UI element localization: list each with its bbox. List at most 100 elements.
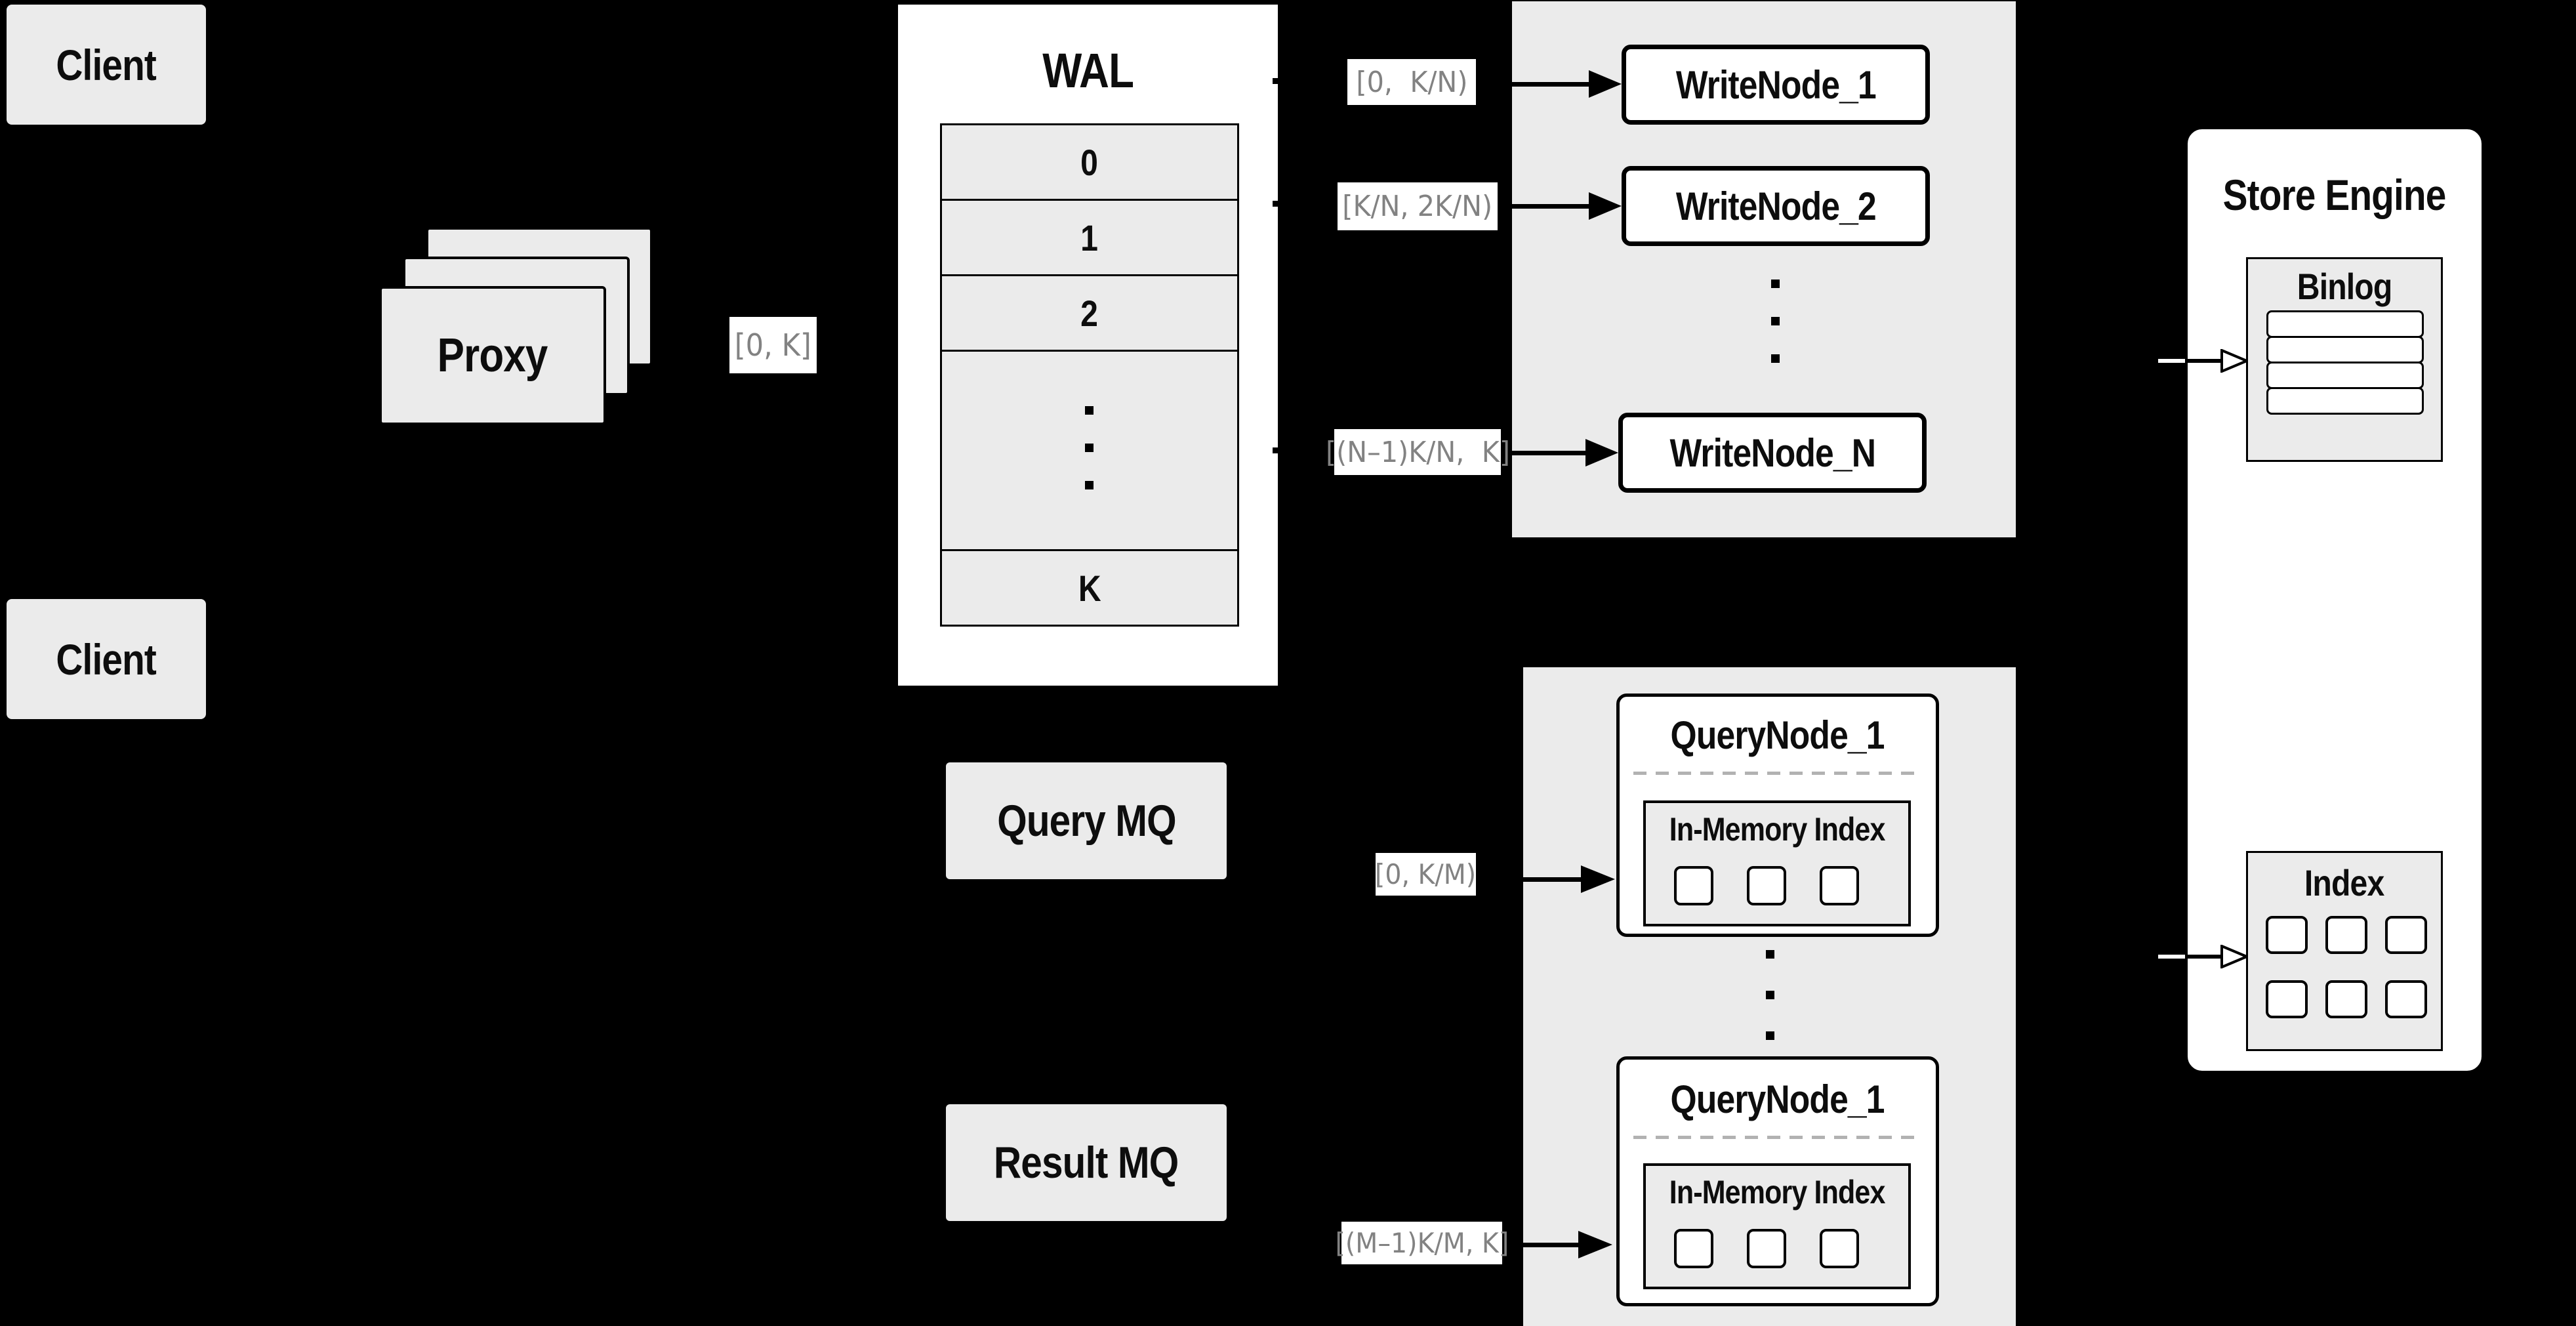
vertical-ellipsis-icon (1771, 354, 1780, 363)
arrowhead-icon (1578, 1231, 1612, 1258)
writenode-2-box: WriteNode_2 (1622, 166, 1930, 246)
index-segment (1820, 1229, 1859, 1268)
index-box: Index (2246, 851, 2443, 1051)
range-label-querynode-2: [(M–1)K/M, K] (1335, 1222, 1509, 1264)
range-label-writenode-1: [0, K/N) (1347, 59, 1476, 105)
binlog-title-wrap: Binlog (2248, 264, 2441, 308)
querynode-2-title-wrap: QueryNode_1 (1616, 1073, 1939, 1125)
wal-segment-0: 0 (1080, 141, 1099, 183)
querynode-1-inmemory-box: In-Memory Index (1643, 800, 1911, 926)
range-label-writenode-1-text: [0, K/N) (1355, 65, 1468, 99)
vertical-ellipsis-icon (1771, 280, 1780, 288)
wal-segment-table: 0 1 2 K (940, 123, 1239, 627)
index-segment (2385, 916, 2427, 954)
index-title-wrap: Index (2248, 861, 2441, 904)
querynode-1-title: QueryNode_1 (1670, 713, 1885, 757)
range-label-writenode-n-text: [(N–1)K/N, K] (1325, 435, 1510, 469)
vertical-ellipsis-icon (1085, 444, 1094, 452)
binlog-row (2266, 336, 2424, 363)
wal-segment-row: K (942, 551, 1237, 627)
open-arrowhead-icon (2220, 349, 2248, 373)
index-segment (2325, 980, 2367, 1018)
vertical-ellipsis-icon (1085, 406, 1094, 415)
client-box-top: Client (7, 5, 206, 125)
wal-segment-k: K (1078, 567, 1101, 609)
wal-ellipsis-row (942, 352, 1237, 551)
binlog-row (2266, 387, 2424, 415)
index-segment (2385, 980, 2427, 1018)
vertical-ellipsis-icon (1766, 1031, 1774, 1040)
wal-segment-row: 1 (942, 201, 1237, 276)
arrowhead-icon (1589, 192, 1622, 220)
range-label-writenode-2-text: [K/N, 2K/N) (1342, 190, 1493, 223)
writenode-2-label: WriteNode_2 (1675, 184, 1876, 228)
index-segment (1820, 866, 1859, 905)
range-label-writenode-n: [(N–1)K/N, K] (1325, 429, 1510, 475)
vertical-ellipsis-icon (1085, 481, 1094, 489)
querynode-2-inmemory-title-wrap: In-Memory Index (1646, 1172, 1908, 1212)
querynode-2-title: QueryNode_1 (1670, 1077, 1885, 1121)
index-segment (1674, 1229, 1713, 1268)
arrow-stub (1273, 201, 1284, 207)
arrow-stub (1273, 78, 1284, 84)
range-label-querynode-1-text: [0, K/M) (1375, 858, 1477, 890)
client-box-bottom: Client (7, 599, 206, 719)
index-segment (1674, 866, 1713, 905)
querynode-1-inmemory-title: In-Memory Index (1669, 811, 1886, 848)
querynode-1-title-wrap: QueryNode_1 (1616, 709, 1939, 761)
binlog-row (2266, 362, 2424, 389)
index-segment (2325, 916, 2367, 954)
range-label-writenode-2: [K/N, 2K/N) (1338, 182, 1498, 230)
arrowhead-icon (1581, 865, 1615, 893)
index-segment (1747, 1229, 1786, 1268)
range-label-proxy: [0, K] (729, 317, 817, 373)
arrow-line (1512, 204, 1591, 209)
proxy-box-front: Proxy (379, 286, 606, 425)
range-label-proxy-text: [0, K] (734, 327, 812, 363)
client-bottom-label: Client (56, 634, 157, 684)
proxy-label: Proxy (438, 329, 548, 382)
arrowhead-icon (1585, 439, 1618, 466)
writenode-n-label: WriteNode_N (1669, 430, 1875, 475)
binlog-row (2266, 310, 2424, 338)
arrowhead-icon (1589, 70, 1622, 98)
arrow-stub (1273, 447, 1284, 453)
wal-segment-1: 1 (1080, 217, 1099, 259)
arrow-line (1512, 82, 1591, 87)
query-mq-box: Query MQ (946, 762, 1227, 879)
arrow-line-outside (2158, 955, 2185, 959)
client-top-label: Client (56, 40, 157, 89)
arrow-line (2185, 359, 2223, 363)
index-segment (2266, 916, 2308, 954)
arrow-line (1512, 451, 1587, 455)
arrow-line (1523, 877, 1584, 882)
result-mq-box: Result MQ (946, 1104, 1227, 1221)
querynode-1-inmemory-title-wrap: In-Memory Index (1646, 810, 1908, 849)
open-arrowhead-icon (2220, 945, 2248, 968)
vertical-ellipsis-icon (1771, 317, 1780, 325)
arrow-line (1523, 1243, 1581, 1247)
wal-segment-2: 2 (1080, 292, 1099, 334)
store-engine-box: Store Engine Binlog Index (2185, 127, 2484, 1073)
binlog-box: Binlog (2246, 257, 2443, 462)
store-engine-title: Store Engine (2223, 171, 2447, 219)
index-title: Index (2304, 861, 2384, 903)
vertical-ellipsis-icon (1766, 991, 1774, 999)
wal-segment-row: 0 (942, 125, 1237, 201)
vertical-ellipsis-icon (1766, 950, 1774, 959)
range-label-querynode-1: [0, K/M) (1375, 853, 1477, 896)
index-segment (1747, 866, 1786, 905)
arrow-line (2185, 955, 2223, 959)
writenode-1-box: WriteNode_1 (1622, 45, 1930, 125)
binlog-title: Binlog (2297, 265, 2393, 307)
writenode-1-label: WriteNode_1 (1675, 62, 1876, 107)
dashed-divider (1633, 772, 1922, 775)
writenode-n-box: WriteNode_N (1618, 413, 1927, 493)
dashed-divider (1633, 1136, 1922, 1139)
wal-segment-row: 2 (942, 276, 1237, 352)
store-engine-title-wrap: Store Engine (2188, 165, 2482, 224)
index-segment (2266, 980, 2308, 1018)
querynode-2-inmemory-box: In-Memory Index (1643, 1163, 1911, 1289)
wal-box: WAL 0 1 2 K (895, 2, 1280, 688)
